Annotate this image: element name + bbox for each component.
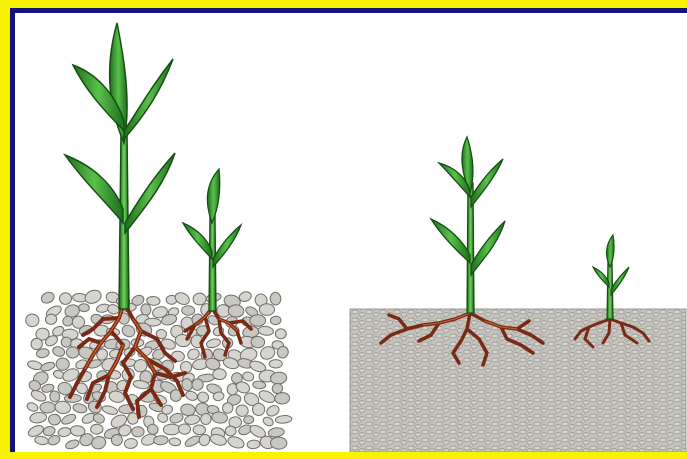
gravel-stone <box>226 435 245 450</box>
right-scene <box>350 137 686 452</box>
gravel-stone <box>268 427 285 438</box>
loose-gravel-soil <box>25 288 292 451</box>
gravel-stone <box>101 404 118 416</box>
gravel-stone <box>59 292 73 305</box>
gravel-stone <box>141 304 152 316</box>
gravel-stone <box>66 346 79 358</box>
gravel-stone <box>34 435 49 445</box>
gravel-stone <box>169 412 185 425</box>
gravel-stone <box>262 416 275 428</box>
gravel-stone <box>131 426 144 437</box>
gravel-stone <box>79 304 90 312</box>
gravel-stone <box>243 415 254 423</box>
gravel-stone <box>259 304 274 316</box>
gravel-stone <box>235 404 248 417</box>
gravel-stone <box>64 438 80 450</box>
gravel-stone <box>169 437 182 446</box>
gravel-stone <box>213 369 227 380</box>
gravel-stone <box>178 423 191 434</box>
gravel-stone <box>29 411 47 423</box>
gravel-stone <box>83 288 103 306</box>
gravel-stone <box>153 435 168 445</box>
tall-plant <box>65 23 175 309</box>
gravel-stone <box>26 401 39 413</box>
gravel-stone <box>265 403 281 418</box>
gravel-stone <box>72 403 88 415</box>
gravel-stone <box>184 390 198 402</box>
gravel-stone <box>40 402 55 413</box>
gravel-stone <box>270 316 282 326</box>
gravel-stone <box>40 361 56 373</box>
figure-canvas <box>15 13 687 452</box>
small-plant <box>593 235 629 319</box>
gravel-stone <box>275 328 287 339</box>
gravel-stone <box>250 315 266 327</box>
gravel-stone <box>228 305 244 318</box>
gravel-stone <box>247 440 261 450</box>
gravel-stone <box>275 415 292 424</box>
figure-border-inner <box>10 8 687 452</box>
gravel-stone <box>270 437 287 450</box>
gravel-stone <box>57 427 71 438</box>
gravel-stone <box>269 359 282 368</box>
gravel-stone <box>163 424 180 435</box>
gravel-stone <box>173 290 191 306</box>
gravel-stone <box>242 371 254 382</box>
gravel-stone <box>61 337 72 348</box>
gravel-stone <box>258 325 274 336</box>
gravel-stone <box>205 338 221 350</box>
gravel-stone <box>182 306 195 316</box>
gravel-stone <box>193 293 207 305</box>
gravel-stone <box>124 438 138 449</box>
plant-root-diagram <box>15 13 687 452</box>
gravel-stone <box>56 358 70 371</box>
gravel-stone <box>196 390 211 404</box>
gravel-stone <box>40 290 56 305</box>
medium-plant <box>431 137 505 313</box>
gravel-stone <box>120 323 137 339</box>
gravel-stone <box>225 426 236 436</box>
gravel-stone <box>48 414 61 426</box>
gravel-stone <box>60 412 77 426</box>
gravel-stone <box>193 425 206 435</box>
gravel-stone <box>275 392 290 404</box>
gravel-stone <box>25 313 40 328</box>
left-scene <box>25 23 292 451</box>
short-plant <box>183 169 241 311</box>
gravel-stone <box>90 424 103 434</box>
gravel-stone <box>270 292 281 305</box>
